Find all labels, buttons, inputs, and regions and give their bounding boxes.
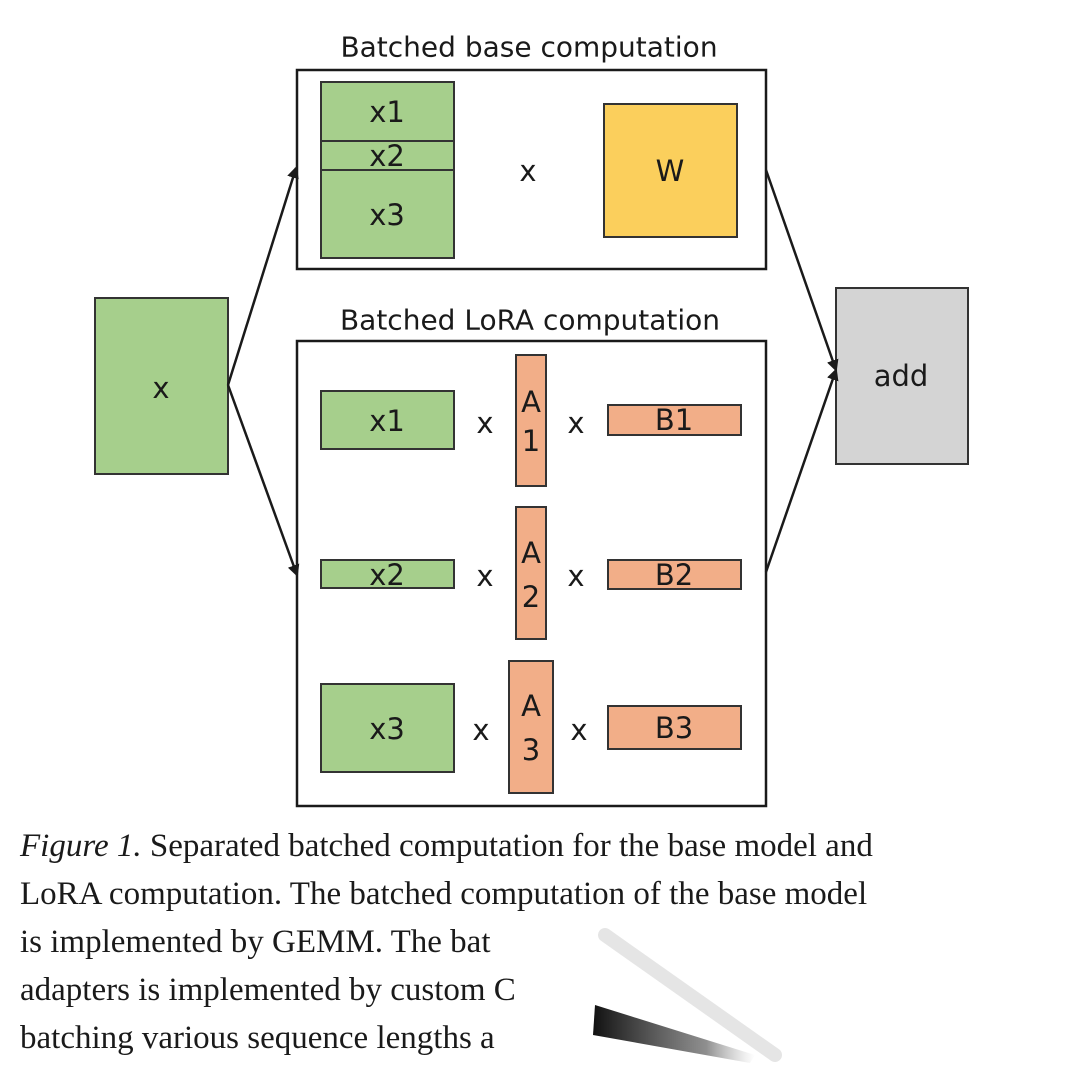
lora-row1-adapter-a xyxy=(515,354,547,487)
lora-row3-adapter-b xyxy=(607,705,742,750)
lora-row3-x-label: x3 xyxy=(369,712,405,746)
lora-row1-op1: x xyxy=(476,406,493,440)
caption-line-1-text: Separated batched computation for the ba… xyxy=(141,828,873,864)
base-group-title: Batched base computation xyxy=(340,31,717,64)
arrow-input-to-base xyxy=(226,166,299,386)
caption-line-3: is implemented by GEMM. The bat xyxy=(20,924,491,960)
lora-row1-adapter-b xyxy=(607,404,742,436)
lora-row1-x-label: x1 xyxy=(369,404,405,438)
base-stack-x3 xyxy=(320,169,455,259)
lora-row3-adapter-a-top: A xyxy=(521,689,541,723)
lora-row2-adapter-b-label: B2 xyxy=(655,558,693,592)
lora-row3-op1: x xyxy=(472,713,489,747)
base-stack-x1-label: x1 xyxy=(369,95,405,129)
caption-line-4: adapters is implemented by custom C xyxy=(20,972,516,1008)
lora-row1-adapter-a-bottom: 1 xyxy=(522,424,540,458)
lora-row2-adapter-b xyxy=(607,559,742,590)
base-stack-x3-label: x3 xyxy=(369,198,405,232)
arrow-lora-to-add xyxy=(764,368,839,573)
add-node xyxy=(835,287,969,465)
base-weight-matrix xyxy=(603,103,738,238)
base-multiply-operator: x xyxy=(519,154,536,188)
input-matrix xyxy=(94,297,229,475)
arrow-base-to-add xyxy=(764,169,839,372)
caption-line-1: Figure 1. Separated batched computation … xyxy=(20,822,1065,870)
base-stack-x2 xyxy=(320,140,455,171)
lora-row3-x xyxy=(320,683,455,773)
caption-line-5: batching various sequence lengths a xyxy=(20,1020,495,1056)
base-weight-label: W xyxy=(656,154,685,188)
lora-row1-adapter-b-label: B1 xyxy=(655,403,693,437)
lora-row2-x-label: x2 xyxy=(369,558,405,592)
lora-row1-x xyxy=(320,390,455,450)
figure-label: Figure 1. xyxy=(20,828,142,864)
lora-row2-adapter-a-bottom: 2 xyxy=(522,580,540,614)
lora-row2-op1: x xyxy=(476,559,493,593)
lora-group-title: Batched LoRA computation xyxy=(340,304,720,337)
lora-row1-adapter-a-top: A xyxy=(521,385,541,419)
lora-row2-adapter-a xyxy=(515,506,547,640)
lora-row3-adapter-a-bottom: 3 xyxy=(522,733,540,767)
lora-row1-op2: x xyxy=(567,406,584,440)
lora-row2-adapter-a-top: A xyxy=(521,536,541,570)
add-node-label: add xyxy=(874,359,929,393)
base-stack-x2-label: x2 xyxy=(369,139,405,173)
lora-row2-op2: x xyxy=(567,559,584,593)
lora-row3-adapter-a xyxy=(508,660,554,794)
input-matrix-label: x xyxy=(152,371,169,405)
lora-batching-diagram: x Batched base computation x1 x2 x3 x W … xyxy=(94,31,969,808)
figure-caption: Figure 1. Separated batched computation … xyxy=(20,822,1065,1062)
lora-row3-op2: x xyxy=(570,713,587,747)
lora-row2-x xyxy=(320,559,455,589)
lora-row3-adapter-b-label: B3 xyxy=(655,711,693,745)
arrow-input-to-lora xyxy=(226,384,300,577)
caption-line-2: LoRA computation. The batched computatio… xyxy=(20,876,868,912)
